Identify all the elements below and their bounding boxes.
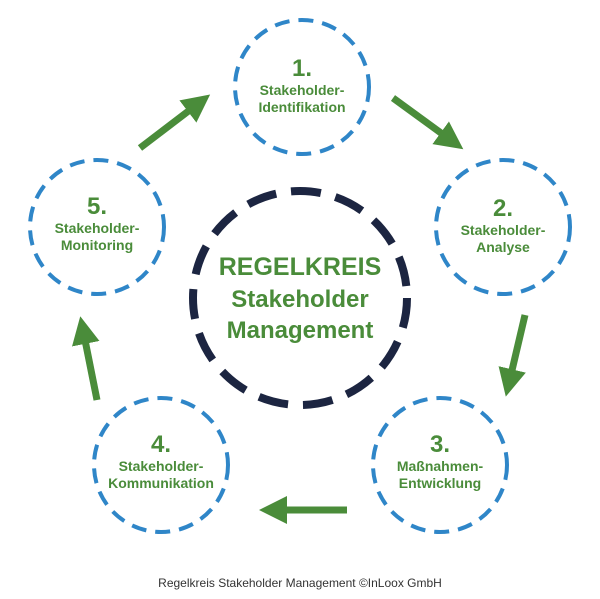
arrow-2-to-3 xyxy=(498,314,529,397)
step-2-number: 2. xyxy=(493,195,513,222)
center-line-1: Stakeholder xyxy=(231,286,368,313)
step-4-line-2: Kommunikation xyxy=(108,475,214,491)
step-1-number: 1. xyxy=(292,55,312,82)
arrow-5-to-1 xyxy=(137,94,211,151)
step-1-line-1: Stakeholder- xyxy=(260,82,345,98)
arrow-1-to-2 xyxy=(390,95,464,150)
step-5-number: 5. xyxy=(87,193,107,220)
step-2-line-2: Analyse xyxy=(476,239,530,255)
step-2-line-1: Stakeholder- xyxy=(461,222,546,238)
step-5-line-2: Monitoring xyxy=(61,237,133,253)
step-3-number: 3. xyxy=(430,431,450,458)
step-5-ring xyxy=(28,158,166,296)
center-title: REGELKREIS xyxy=(219,253,382,281)
step-5-line-1: Stakeholder- xyxy=(55,220,140,236)
step-4-line-1: Stakeholder- xyxy=(119,458,204,474)
step-1-line-2: Identifikation xyxy=(258,99,345,115)
step-4-number: 4. xyxy=(151,431,171,458)
step-3-line-2: Entwicklung xyxy=(399,475,481,491)
step-4-ring xyxy=(92,396,230,534)
arrow-4-to-5 xyxy=(72,316,101,401)
caption: Regelkreis Stakeholder Management ©InLoo… xyxy=(158,576,442,590)
center-line-2: Management xyxy=(227,317,374,344)
center-ring xyxy=(189,187,411,409)
step-3-ring xyxy=(371,396,509,534)
step-3-line-1: Maßnahmen- xyxy=(397,458,484,474)
step-1-ring xyxy=(233,18,371,156)
step-2-ring xyxy=(434,158,572,296)
